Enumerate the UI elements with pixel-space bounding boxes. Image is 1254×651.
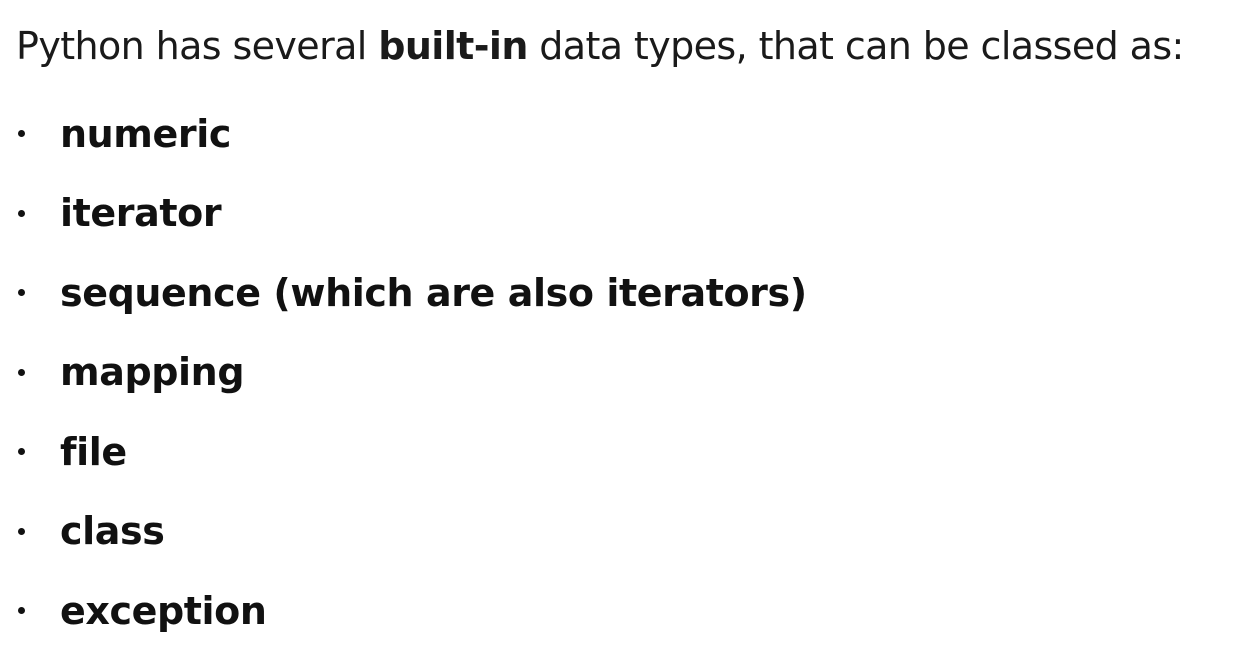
intro-emphasis: built-in — [378, 24, 528, 68]
list-item-label: class — [60, 509, 165, 554]
bullet-icon — [18, 130, 25, 138]
intro-text-after: data types, that can be classed as: — [527, 24, 1184, 68]
bullet-icon — [18, 289, 25, 297]
bullet-icon — [18, 607, 25, 615]
bullet-icon — [18, 448, 25, 456]
list-item-label: exception — [60, 588, 267, 633]
bullet-icon — [18, 368, 25, 376]
list-item-label: file — [60, 429, 127, 474]
list-item-label: iterator — [60, 191, 222, 236]
list-item-label: sequence (which are also iterators) — [60, 270, 807, 315]
list-item-label: mapping — [60, 350, 245, 395]
intro-sentence: Python has several built-in data types, … — [16, 18, 1184, 74]
list-item-label: numeric — [60, 111, 231, 156]
intro-text-before: Python has several — [16, 24, 379, 68]
bullet-icon — [18, 209, 25, 217]
slide: Python has several built-in data types, … — [16, 18, 1184, 633]
bullet-icon — [18, 527, 25, 535]
